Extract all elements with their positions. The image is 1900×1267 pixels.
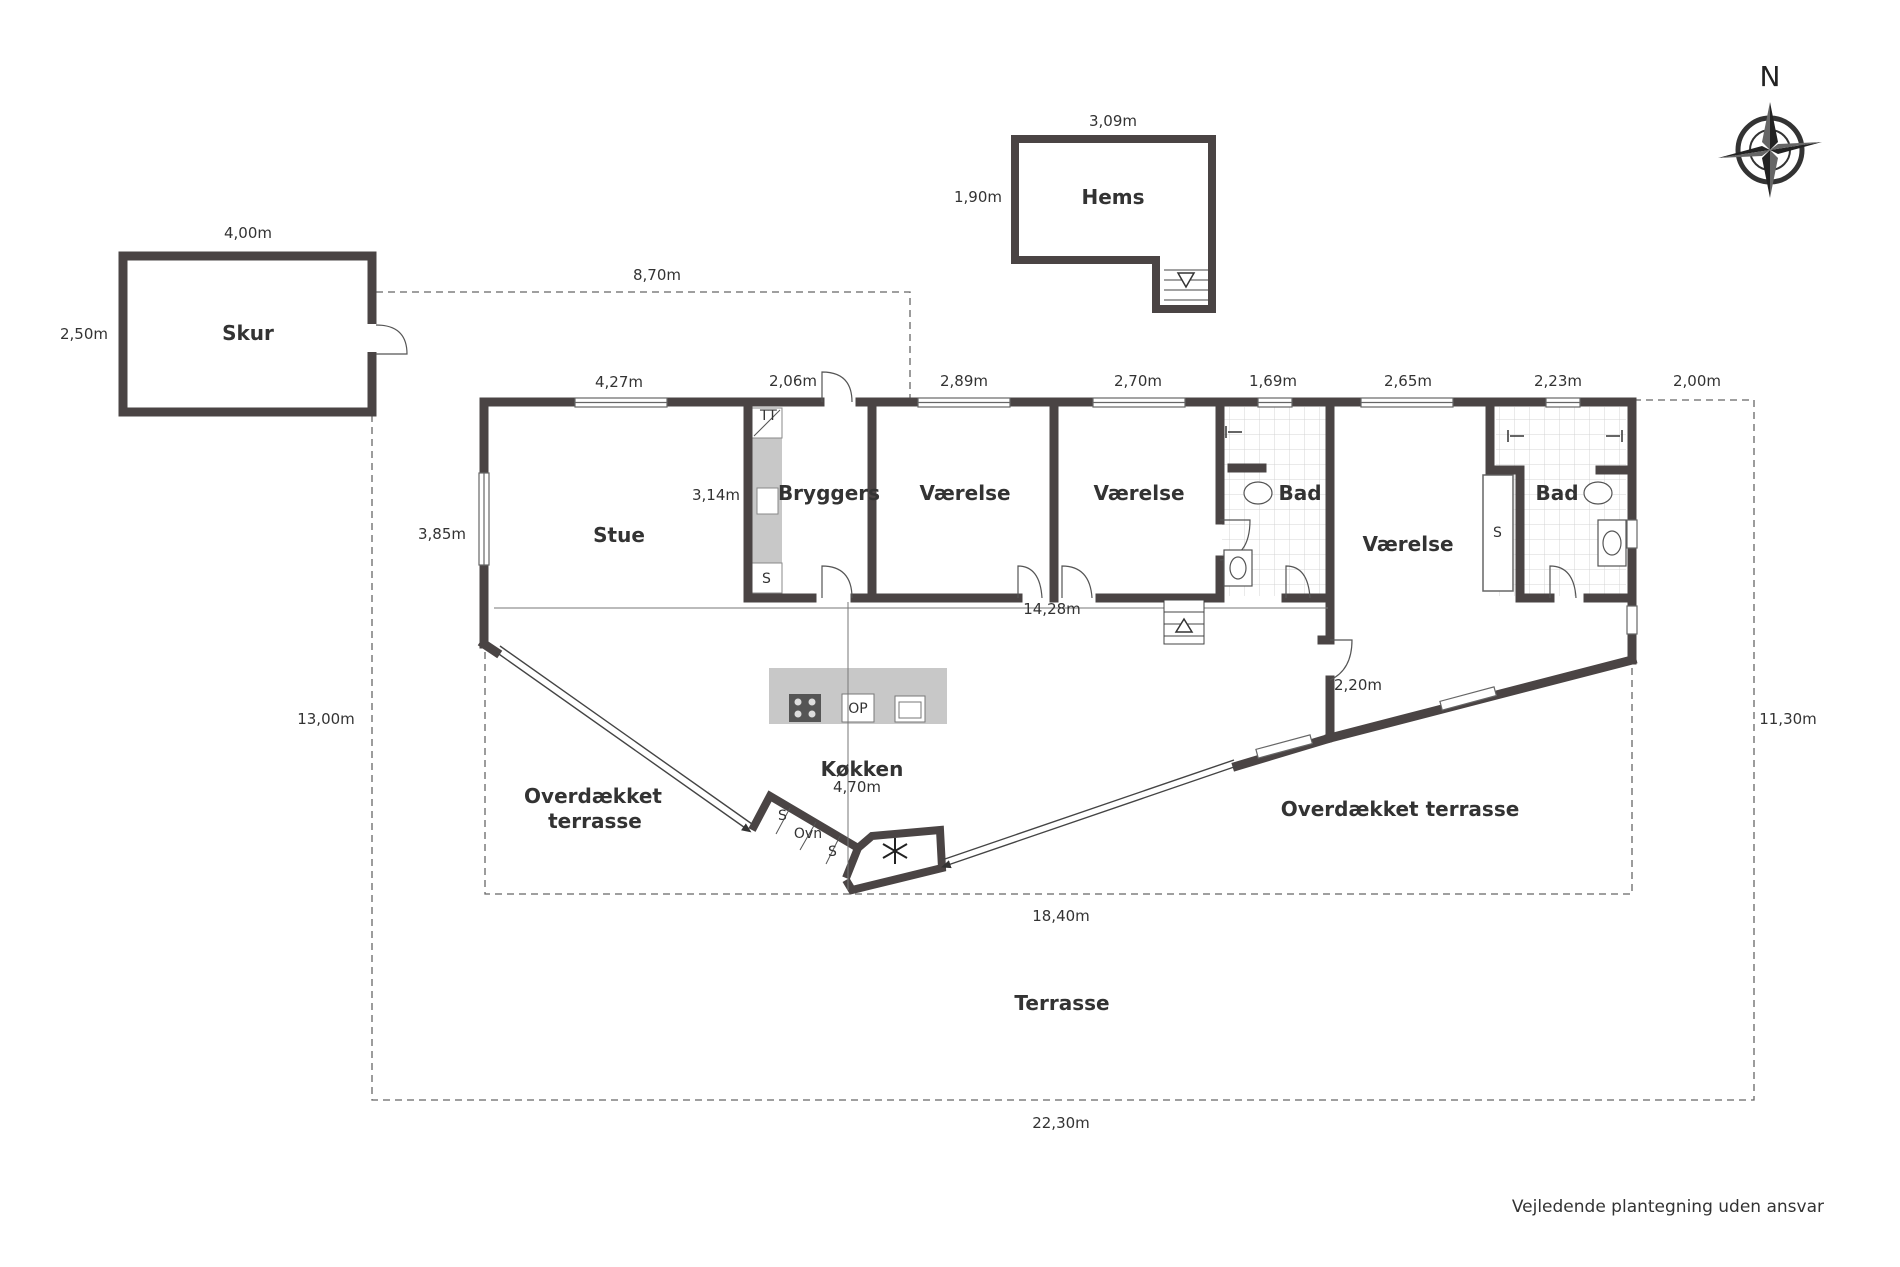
sliding-doors-right [941, 686, 1498, 869]
dim-bryggers-width: 2,06m [769, 372, 817, 390]
dim-house-length: 14,28m [1023, 600, 1081, 618]
room-bryggers: Bryggers [778, 481, 880, 505]
kitchen-wedge-details [775, 807, 841, 865]
dim-kokken-depth: 4,70m [833, 778, 881, 796]
dim-hems-width: 3,09m [1089, 112, 1137, 130]
dim-covered-top: 8,70m [633, 266, 681, 284]
toilet-icon [1243, 481, 1613, 505]
stove-icon [789, 694, 821, 722]
dim-stue-width: 4,27m [595, 373, 643, 391]
dim-vaerelse2-width: 2,70m [1114, 372, 1162, 390]
dim-terrace-depth-right: 11,30m [1759, 710, 1817, 728]
dim-skur-width: 4,00m [224, 224, 272, 242]
room-skur: Skur [222, 321, 274, 345]
dim-hems-depth: 1,90m [954, 188, 1002, 206]
bryggers-counter [751, 407, 783, 594]
room-stue: Stue [593, 523, 645, 547]
stair-icon [1163, 599, 1205, 645]
room-bad-1: Bad [1278, 481, 1321, 505]
room-vaerelse-3: Værelse [1362, 532, 1453, 556]
dim-bryggers-depth: 3,14m [692, 486, 740, 504]
room-vaerelse-2: Værelse [1093, 481, 1184, 505]
room-kokken: Køkken [821, 757, 904, 781]
dim-door-depth: 2,20m [1334, 676, 1382, 694]
dim-bad1-width: 1,69m [1249, 372, 1297, 390]
fixture-oven: Ovn [794, 826, 822, 842]
room-bad-2: Bad [1535, 481, 1578, 505]
fixture-cabinet-kitchen-1: S [778, 808, 787, 824]
terrasse-outline [371, 291, 1755, 1101]
fixture-cabinet-bryggers: S [762, 571, 771, 587]
kitchen-island [769, 668, 947, 724]
freezer-icon [882, 838, 908, 864]
room-overdaekket-right: Overdækket terrasse [1281, 797, 1520, 821]
fixture-dishwasher: OP [848, 701, 867, 717]
house-walls [477, 397, 1638, 772]
dim-covered-width: 18,40m [1032, 907, 1090, 925]
dim-vaerelse1-width: 2,89m [940, 372, 988, 390]
dim-bad2-width: 2,23m [1534, 372, 1582, 390]
windows [478, 397, 1638, 635]
sink-icon [894, 695, 926, 723]
dim-right-offset: 2,00m [1673, 372, 1721, 390]
dim-vaerelse3-width: 2,65m [1384, 372, 1432, 390]
stair-icon [1164, 269, 1208, 301]
disclaimer: Vejledende plantegning uden ansvar [1512, 1197, 1824, 1217]
hems-loft [1011, 135, 1216, 313]
dim-terrace-width: 22,30m [1032, 1114, 1090, 1132]
bad-2-cabinet [1482, 474, 1514, 592]
dim-terrace-depth-left: 13,00m [297, 710, 355, 728]
sliding-doors-left [495, 645, 753, 833]
fixture-tumble-dryer: TT [759, 408, 777, 424]
kitchen-wedge [748, 790, 947, 895]
washbasin-icon [1223, 519, 1627, 587]
room-overdaekket-left-line1: Overdækket [524, 784, 662, 808]
room-terrasse: Terrasse [1014, 991, 1109, 1015]
dim-stue-depth: 3,85m [418, 525, 466, 543]
dim-skur-depth: 2,50m [60, 325, 108, 343]
room-hems: Hems [1081, 185, 1144, 209]
compass-icon [1718, 102, 1822, 198]
dishwasher [841, 693, 875, 723]
shower-icon [1225, 426, 1623, 442]
room-overdaekket-left-line2: terrasse [548, 809, 642, 833]
skur-building [118, 251, 408, 417]
compass-north-label: N [1760, 60, 1781, 93]
room-vaerelse-1: Værelse [919, 481, 1010, 505]
fixture-cabinet-bad2: S [1493, 525, 1502, 541]
fixture-cabinet-kitchen-2: S [828, 844, 837, 860]
guide-lines [494, 602, 1328, 890]
